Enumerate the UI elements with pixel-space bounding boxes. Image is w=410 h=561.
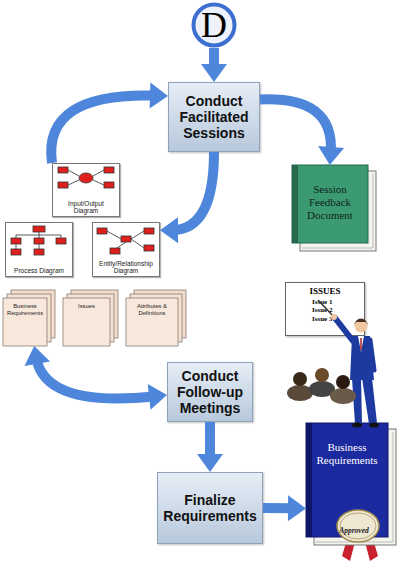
diagram-card: Input/Output Diagram [52, 163, 120, 217]
stack-outline [63, 290, 118, 346]
arrow-head [318, 146, 344, 165]
presenter-shirt [358, 336, 364, 352]
seal-ring [340, 513, 376, 539]
node-label: D [201, 7, 227, 43]
arrow-shaft [260, 99, 331, 153]
diagram-card: Process Diagram [5, 222, 73, 277]
presenter-arm [370, 340, 374, 370]
issues-board: ISSUESIssue 1Issue 2Issue 3 [285, 282, 365, 336]
paper-sheet [3, 298, 47, 346]
book-spine [306, 423, 312, 537]
process-box: Conduct Facilitated Sessions [168, 82, 260, 152]
node-label: Issues [78, 303, 95, 310]
node-content: D [191, 2, 237, 48]
book-cover [292, 165, 368, 243]
audience-shoulders [330, 388, 356, 404]
paper-stack: Business Requirements [3, 290, 55, 346]
node-content: Entity/Relationship Diagram [93, 223, 159, 276]
node-content: Business Requirements [3, 298, 47, 346]
node-label: Finalize Requirements [160, 492, 260, 524]
book-page-line [302, 248, 373, 249]
arrow-head [201, 64, 227, 82]
diagram-card: Entity/Relationship Diagram [92, 222, 160, 277]
flow-arrow [201, 48, 227, 82]
presenter-jacket [350, 336, 374, 380]
arrow-head [24, 346, 50, 366]
node-content: Finalize Requirements [158, 473, 262, 543]
presenter-leg [362, 378, 377, 424]
arrow-shaft [209, 48, 219, 70]
node-content: Session Feedback Document [292, 165, 368, 243]
node-label: Conduct Follow-up Meetings [170, 368, 250, 416]
node-label: Business Requirements [314, 441, 380, 467]
audience-shoulders [287, 385, 313, 401]
approved-book: Business RequirementsApproved [306, 423, 396, 545]
node-content: Input/Output Diagram [53, 164, 119, 216]
stack-outline [126, 290, 186, 346]
audience [287, 368, 356, 404]
board-heading: ISSUES [286, 286, 364, 298]
flow-arrow [160, 152, 214, 243]
audience-shoulders [309, 381, 335, 397]
start-circle: D [191, 2, 237, 48]
node-label: Approved [339, 527, 369, 535]
process-box: Conduct Follow-up Meetings [167, 362, 253, 422]
arrow-head [148, 384, 167, 410]
approval-seal: Approved [336, 509, 380, 543]
arrow-shaft [51, 95, 156, 163]
flow-arrow [260, 99, 344, 165]
node-content: Attributes & Definitions [126, 298, 178, 346]
paper-sheet [126, 298, 178, 346]
paper-stack: Attributes & Definitions [126, 290, 186, 346]
seal-outline [336, 509, 380, 543]
arrow-head [288, 495, 306, 521]
arrow-head [160, 217, 178, 243]
node-content: ISSUESIssue 1Issue 2Issue 3 [286, 283, 364, 335]
flow-arrow [197, 422, 223, 472]
node-label: Input/Output Diagram [55, 200, 117, 214]
flow-arrow [263, 495, 306, 521]
arrow-shaft [36, 358, 155, 399]
node-content: Conduct Facilitated Sessions [169, 83, 259, 151]
node-label: Session Feedback Document [300, 183, 360, 223]
book-page-line [393, 432, 394, 542]
presenter-tie [360, 338, 362, 350]
seal-outline [337, 510, 379, 542]
node-label: Entity/Relationship Diagram [95, 260, 157, 274]
document-book: Session Feedback Document [292, 165, 376, 251]
flow-arrow [24, 346, 167, 410]
audience-head [315, 368, 329, 382]
book-page-line [373, 174, 374, 248]
node-label: Business Requirements [5, 303, 45, 316]
process-box: Finalize Requirements [157, 472, 263, 544]
node-content: Conduct Follow-up Meetings [168, 363, 252, 421]
presenter-leg [352, 378, 362, 424]
board-item: Issue 1 [286, 298, 364, 307]
paper-sheet [63, 298, 110, 346]
arrow-head [197, 454, 223, 472]
book-spine [292, 165, 298, 243]
arrow-shaft [205, 422, 215, 460]
node-content: Process Diagram [6, 223, 72, 276]
node-label: Conduct Facilitated Sessions [171, 93, 257, 141]
node-content: Issues [63, 298, 110, 346]
arrow-shaft [263, 503, 294, 513]
node-content: Approved [336, 509, 372, 535]
node-label: Attributes & Definitions [128, 303, 176, 316]
stack-outline [3, 290, 55, 346]
audience-head [336, 375, 350, 389]
board-item: Issue 2 [286, 306, 364, 315]
flow-arrow [51, 82, 168, 163]
paper-stack: Issues [63, 290, 118, 346]
node-label: Process Diagram [14, 267, 64, 274]
board-item: Issue 3 [286, 315, 364, 324]
arrow-shaft [172, 152, 214, 230]
audience-head [293, 372, 307, 386]
circle-outline [194, 5, 235, 46]
arrow-head [150, 82, 168, 108]
